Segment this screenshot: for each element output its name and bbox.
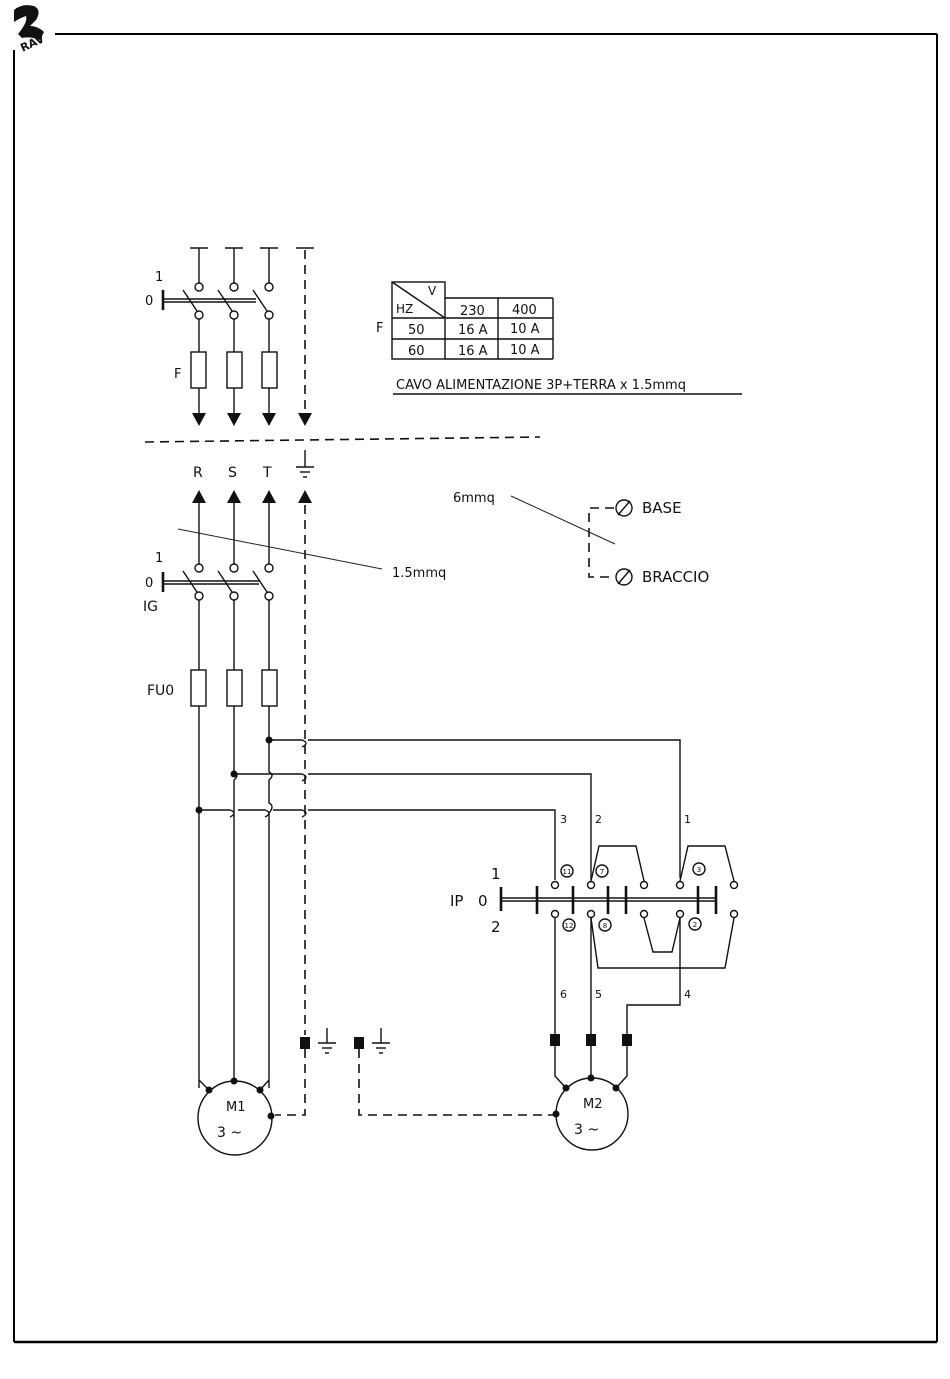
wire-number: 1 <box>684 813 691 826</box>
table-voltage: 230 <box>460 304 485 319</box>
table-cell: 16 A <box>458 344 488 359</box>
phase-label: R <box>193 465 203 481</box>
phase-inputs: R S T 1.5mmq <box>178 450 446 1035</box>
earth-symbol-icon <box>296 450 314 477</box>
ip-position-label: 0 <box>478 892 488 910</box>
table-hz: 50 <box>408 323 425 338</box>
ig-label: IG <box>143 599 158 615</box>
contact-number: 8 <box>603 922 607 930</box>
fuse-label-f: F <box>174 367 181 382</box>
main-fuses: FU0 <box>147 600 680 1088</box>
wire-number: 5 <box>595 988 602 1001</box>
output-arrows <box>192 413 312 426</box>
cable-size-ground: 6mmq <box>453 491 495 506</box>
wire-number: 6 <box>560 988 567 1001</box>
motor-name: M1 <box>226 1100 246 1115</box>
table-cell: 10 A <box>510 322 540 337</box>
main-switch: 1 0 IG <box>143 551 273 615</box>
motor-name: M2 <box>583 1097 603 1112</box>
ground-screw-icon <box>616 500 632 585</box>
table-row-label: F <box>376 321 383 336</box>
cable-size-main: 1.5mmq <box>392 566 446 581</box>
contact-number: 7 <box>600 868 604 876</box>
wire-number: 2 <box>595 813 602 826</box>
table-hz: 60 <box>408 344 425 359</box>
wire-number: 3 <box>560 813 567 826</box>
table-corner-v: V <box>428 284 437 298</box>
phase-label: S <box>228 465 237 481</box>
contact-number: 2 <box>693 921 697 929</box>
contact-number: 12 <box>565 922 574 930</box>
ground-point-label: BASE <box>642 499 682 517</box>
table-cell: 16 A <box>458 323 488 338</box>
ground-connections: 6mmq BASE BRACCIO <box>453 491 709 586</box>
ip-position-label: 2 <box>491 918 501 936</box>
fuse-table: HZ V 230 400 F 50 16 A 10 A 60 16 A 10 A… <box>376 282 742 394</box>
table-voltage: 400 <box>512 303 537 318</box>
table-corner-hz: HZ <box>396 302 413 316</box>
motor-m1: M1 3 ~ <box>198 1078 275 1156</box>
contact-number: 3 <box>697 866 701 874</box>
ig-on-label: 1 <box>155 551 163 566</box>
rav-logo: RAV <box>14 5 47 54</box>
table-cell: 10 A <box>510 343 540 358</box>
pole-switch: 1 IP 0 2 3 2 1 11 7 3 <box>450 813 738 1035</box>
ip-position-label: 1 <box>491 865 501 883</box>
wire-number: 4 <box>684 988 691 1001</box>
motor-type: 3 ~ <box>217 1125 242 1141</box>
phase-label: T <box>262 465 272 481</box>
ig-off-label: 0 <box>145 576 153 591</box>
fu0-label: FU0 <box>147 683 174 699</box>
switch-off-label: 0 <box>145 294 153 309</box>
terminal-blocks <box>300 1034 632 1049</box>
ground-point-label: BRACCIO <box>642 568 709 586</box>
motor-m2: M2 3 ~ <box>553 1046 629 1150</box>
motor-type: 3 ~ <box>574 1122 599 1138</box>
ip-label: IP <box>450 892 463 910</box>
cable-caption: CAVO ALIMENTAZIONE 3P+TERRA x 1.5mmq <box>396 378 686 393</box>
switch-on-label: 1 <box>155 270 163 285</box>
contact-number: 11 <box>563 868 572 876</box>
